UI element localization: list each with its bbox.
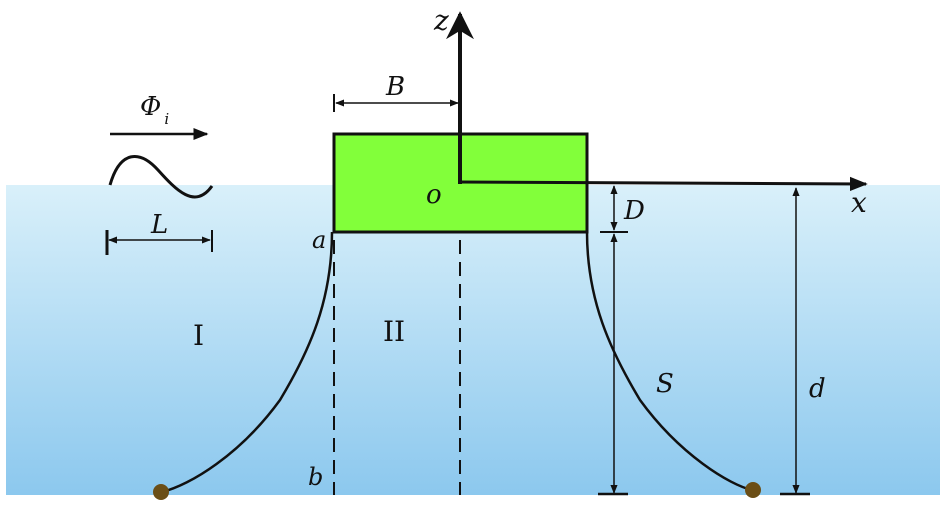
draft-label: D — [623, 196, 645, 226]
region-2-label: II — [383, 315, 405, 348]
incident-wave-symbol: Φ — [140, 92, 161, 122]
half-width-label: B — [385, 72, 405, 102]
anchor-left — [153, 484, 169, 500]
mooring-line-right — [585, 231, 753, 492]
origin-label: o — [426, 180, 442, 210]
x-axis — [457, 176, 868, 192]
point-b-label: b — [308, 463, 323, 491]
corner-a-label: a — [312, 226, 326, 254]
z-axis-label: z — [433, 4, 449, 37]
incident-wave-subscript: i — [164, 110, 169, 128]
mooring-label: S — [656, 369, 674, 399]
x-axis-label: x — [851, 186, 867, 219]
incident-wave-curve — [108, 155, 214, 199]
wavelength-label: L — [150, 210, 168, 240]
mooring-line-left — [161, 231, 334, 494]
region-1-label: I — [193, 319, 204, 352]
anchor-right — [745, 482, 761, 498]
depth-label: d — [809, 374, 826, 404]
